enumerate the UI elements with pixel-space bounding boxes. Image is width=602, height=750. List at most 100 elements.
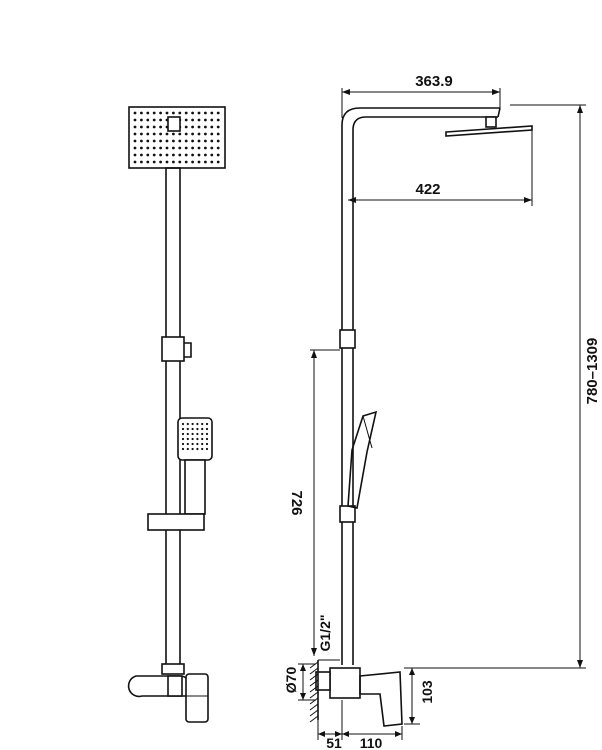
dim-wall-offset: 51 [326, 735, 342, 750]
nozzle-dot [204, 146, 207, 150]
nozzle-dot [140, 118, 143, 122]
nozzle-dot [152, 132, 156, 136]
front-shower-head-nozzles [133, 111, 220, 164]
nozzle-dot [152, 160, 156, 164]
hatch-line [309, 679, 319, 687]
side-hand-shower [347, 410, 378, 509]
nozzle-dot [197, 139, 201, 143]
nozzle-dot [216, 146, 220, 150]
front-hand-shower-nozzles [181, 422, 209, 451]
nozzle-dot [204, 132, 207, 136]
nozzle-dot [140, 132, 143, 136]
nozzle-dot [216, 153, 220, 157]
dim-valve-depth: 110 [360, 735, 383, 750]
nozzle-dot [186, 422, 189, 426]
nozzle-dot [196, 432, 199, 436]
nozzle-dot [133, 160, 137, 164]
side-arm-connector [485, 116, 497, 128]
front-mixer-center [167, 675, 183, 697]
nozzle-dot [178, 153, 182, 157]
front-head-connector [167, 116, 181, 132]
hatch-line [309, 673, 319, 681]
front-view [127, 106, 226, 723]
nozzle-dot [216, 160, 220, 164]
nozzle-dot [152, 153, 156, 157]
front-riser-pipe [165, 167, 181, 669]
nozzle-dot [201, 422, 204, 426]
nozzle-dot [205, 432, 209, 436]
nozzle-dot [181, 422, 185, 426]
nozzle-dot [178, 160, 182, 164]
nozzle-dot [178, 132, 182, 136]
dim-valve-height: 103 [419, 680, 435, 704]
nozzle-dot [133, 132, 137, 136]
nozzle-dot [191, 422, 194, 426]
nozzle-dot [186, 432, 189, 436]
dim-top-arm: 363.9 [415, 73, 453, 90]
nozzle-dot [133, 153, 137, 157]
nozzle-dot [152, 118, 156, 122]
nozzle-dot [204, 111, 207, 115]
nozzle-dot [184, 160, 188, 164]
nozzle-dot [197, 160, 201, 164]
nozzle-dot [140, 146, 143, 150]
nozzle-dot [159, 139, 163, 143]
nozzle-dot [210, 111, 214, 115]
nozzle-dot [165, 111, 169, 115]
front-mixer-handle [185, 673, 209, 723]
nozzle-dot [152, 111, 156, 115]
nozzle-dot [197, 125, 201, 129]
nozzle-dot [191, 447, 194, 451]
nozzle-dot [178, 139, 182, 143]
nozzle-dot [165, 139, 169, 143]
nozzle-dot [191, 442, 194, 446]
nozzle-dot [205, 422, 209, 426]
nozzle-dot [159, 118, 163, 122]
front-lower-bracket [161, 663, 185, 675]
nozzle-dot [186, 447, 189, 451]
front-bracket-clip [184, 342, 192, 358]
nozzle-dot [186, 427, 189, 431]
nozzle-dot [210, 118, 214, 122]
nozzle-dot [146, 132, 150, 136]
nozzle-dot [184, 118, 188, 122]
nozzle-dot [197, 111, 201, 115]
nozzle-dot [165, 153, 169, 157]
nozzle-dot [184, 146, 188, 150]
nozzle-dot [165, 146, 169, 150]
nozzle-dot [191, 125, 195, 129]
nozzle-dot [184, 125, 188, 129]
side-mixer-spout [359, 671, 403, 727]
nozzle-dot [172, 132, 175, 136]
nozzle-dot [159, 132, 163, 136]
nozzle-dot [210, 132, 214, 136]
nozzle-dot [181, 427, 185, 431]
hatch-line [309, 715, 319, 723]
dimension-lines: 363.9 422 780–1309 726 G1/2" Ø70 103 [283, 73, 601, 750]
nozzle-dot [172, 111, 175, 115]
nozzle-dot [196, 447, 199, 451]
side-upper-bracket [339, 329, 356, 349]
dim-slide-bar: 726 [288, 490, 305, 515]
nozzle-dot [201, 437, 204, 441]
nozzle-dot [133, 146, 137, 150]
nozzle-dot [210, 139, 214, 143]
nozzle-dot [159, 146, 163, 150]
nozzle-dot [197, 132, 201, 136]
nozzle-dot [165, 132, 169, 136]
nozzle-dot [184, 153, 188, 157]
side-riser-inner [352, 116, 498, 665]
nozzle-dot [210, 146, 214, 150]
side-mixer-body [329, 667, 361, 699]
hatch-line [309, 685, 319, 693]
nozzle-dot [133, 111, 137, 115]
nozzle-dot [152, 146, 156, 150]
dim-diameter: Ø70 [283, 667, 299, 694]
dim-height-range: 780–1309 [584, 338, 601, 405]
side-riser-outer [341, 107, 500, 665]
nozzle-dot [140, 125, 143, 129]
nozzle-dot [159, 160, 163, 164]
dim-head-reach: 422 [415, 181, 440, 198]
nozzle-dot [191, 118, 195, 122]
nozzle-dot [196, 427, 199, 431]
